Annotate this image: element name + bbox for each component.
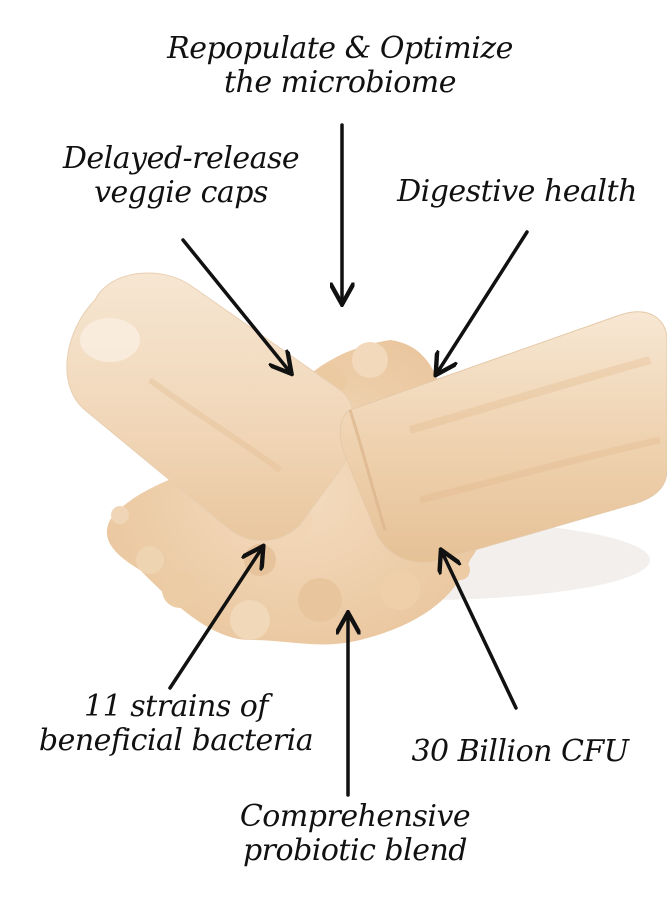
capsule-left-half	[66, 272, 356, 542]
label-strains-line2: beneficial bacteria	[38, 723, 314, 758]
label-blend-line2: probiotic blend	[242, 833, 468, 868]
label-blend: Comprehensive probiotic blend	[220, 800, 490, 868]
label-repopulate-line2: the microbiome	[224, 65, 456, 100]
label-delayed-release: Delayed-release veggie caps	[46, 142, 316, 210]
capsule-right-half	[339, 311, 667, 563]
arrow-delayed-release	[181, 238, 290, 372]
arrow-strains	[168, 548, 262, 690]
label-cfu: 30 Billion CFU	[390, 735, 650, 769]
arrow-digestive	[437, 230, 529, 373]
label-digestive-line1: Digestive health	[397, 174, 637, 209]
label-digestive: Digestive health	[382, 175, 652, 209]
label-delayed-release-line1: Delayed-release	[62, 141, 300, 176]
label-repopulate: Repopulate & Optimize the microbiome	[150, 32, 530, 100]
label-repopulate-line1: Repopulate & Optimize	[167, 31, 513, 66]
label-strains-line1: 11 strains of	[84, 689, 268, 724]
label-delayed-release-line2: veggie caps	[94, 175, 268, 210]
label-blend-line1: Comprehensive	[239, 799, 471, 834]
arrow-cfu	[442, 552, 518, 710]
label-strains: 11 strains of beneficial bacteria	[26, 690, 326, 758]
label-cfu-line1: 30 Billion CFU	[411, 734, 629, 769]
annotation-arrows	[168, 123, 529, 797]
